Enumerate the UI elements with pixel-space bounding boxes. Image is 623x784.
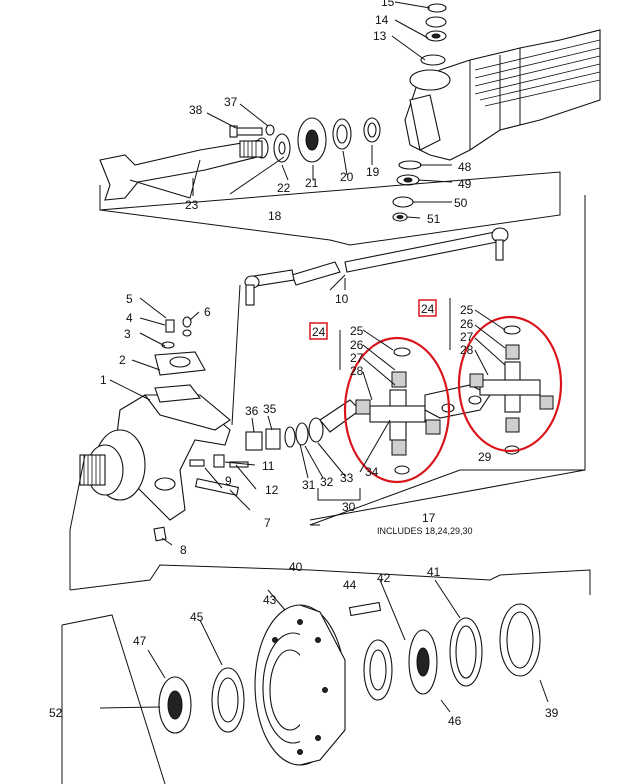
- callout-23: 23: [185, 198, 199, 212]
- callout-labels: 1 2 3 4 5 6 7 8 9 10 11 12 13 14 15 17 I…: [49, 0, 559, 728]
- callout-35: 35: [263, 402, 277, 416]
- callout-9: 9: [225, 474, 232, 488]
- callout-10: 10: [335, 292, 349, 306]
- callout-32: 32: [320, 475, 334, 489]
- callout-47: 47: [133, 634, 147, 648]
- callout-50: 50: [454, 196, 468, 210]
- axle-shaft: [99, 137, 269, 201]
- callout-2: 2: [119, 353, 126, 367]
- callout-17: 17: [422, 511, 436, 525]
- axle-housing: [404, 29, 601, 161]
- universal-joint-right: [469, 325, 554, 455]
- callout-24-right: 24: [421, 302, 435, 316]
- callout-3: 3: [124, 327, 131, 341]
- hub-bearings-and-seals: [158, 601, 541, 734]
- callout-26-left: 26: [350, 338, 364, 352]
- callout-49: 49: [458, 177, 472, 191]
- callout-1: 1: [100, 373, 107, 387]
- callout-37: 37: [224, 95, 238, 109]
- callout-34: 34: [365, 465, 379, 479]
- callout-25-left: 25: [350, 324, 364, 338]
- callout-36: 36: [245, 404, 259, 418]
- tie-rod: [244, 227, 509, 306]
- callout-38: 38: [189, 103, 203, 117]
- callout-28-left: 28: [350, 364, 364, 378]
- callout-29: 29: [478, 450, 492, 464]
- callout-21: 21: [305, 176, 319, 190]
- universal-joint-left: [319, 347, 441, 475]
- shaft-seals-and-bearings: [273, 117, 381, 163]
- callout-44: 44: [343, 578, 357, 592]
- callout-28-right: 28: [460, 343, 474, 357]
- wheel-hub: [254, 604, 346, 766]
- callout-48: 48: [458, 160, 472, 174]
- callout-12: 12: [265, 483, 279, 497]
- leader-lines: [61, 1, 591, 784]
- callout-43: 43: [263, 593, 277, 607]
- callout-4: 4: [126, 311, 133, 325]
- callout-52: 52: [49, 706, 63, 720]
- callout-18: 18: [268, 209, 282, 223]
- callout-41: 41: [427, 565, 441, 579]
- callout-7: 7: [264, 516, 271, 530]
- callout-26-right: 26: [460, 317, 474, 331]
- kingpin-cap-parts: [154, 316, 206, 403]
- callout-13: 13: [373, 29, 387, 43]
- callout-46: 46: [448, 714, 462, 728]
- callout-box-24-left: [309, 322, 328, 340]
- steering-knuckle: [79, 394, 231, 521]
- callout-14: 14: [375, 13, 389, 27]
- callout-33: 33: [340, 471, 354, 485]
- callout-39: 39: [545, 706, 559, 720]
- callout-31: 31: [302, 478, 316, 492]
- callout-15: 15: [381, 0, 395, 9]
- callout-42: 42: [377, 571, 391, 585]
- note-includes: INCLUDES 18,24,29,30: [377, 526, 473, 536]
- callout-5: 5: [126, 292, 133, 306]
- callout-27-right: 27: [460, 330, 474, 344]
- callout-6: 6: [204, 305, 211, 319]
- bearing-cups-31-36: [245, 417, 324, 451]
- highlight-circle-right: [457, 315, 563, 453]
- callout-45: 45: [190, 610, 204, 624]
- callout-25-right: 25: [460, 303, 474, 317]
- callout-19: 19: [366, 165, 380, 179]
- callout-40: 40: [289, 560, 303, 574]
- callout-box-24-right: [418, 299, 437, 317]
- callout-24-left: 24: [312, 325, 326, 339]
- callout-30: 30: [342, 500, 356, 514]
- callout-11: 11: [262, 459, 275, 473]
- callout-27-left: 27: [350, 351, 364, 365]
- bolt-38-37: [229, 124, 275, 138]
- kingpin-stack-top: [420, 3, 447, 66]
- kingpin-stack-bottom: [392, 160, 422, 222]
- callout-51: 51: [427, 212, 441, 226]
- callout-22: 22: [277, 181, 291, 195]
- callout-8: 8: [180, 543, 187, 557]
- highlight-circle-left: [343, 336, 451, 484]
- callout-20: 20: [340, 170, 354, 184]
